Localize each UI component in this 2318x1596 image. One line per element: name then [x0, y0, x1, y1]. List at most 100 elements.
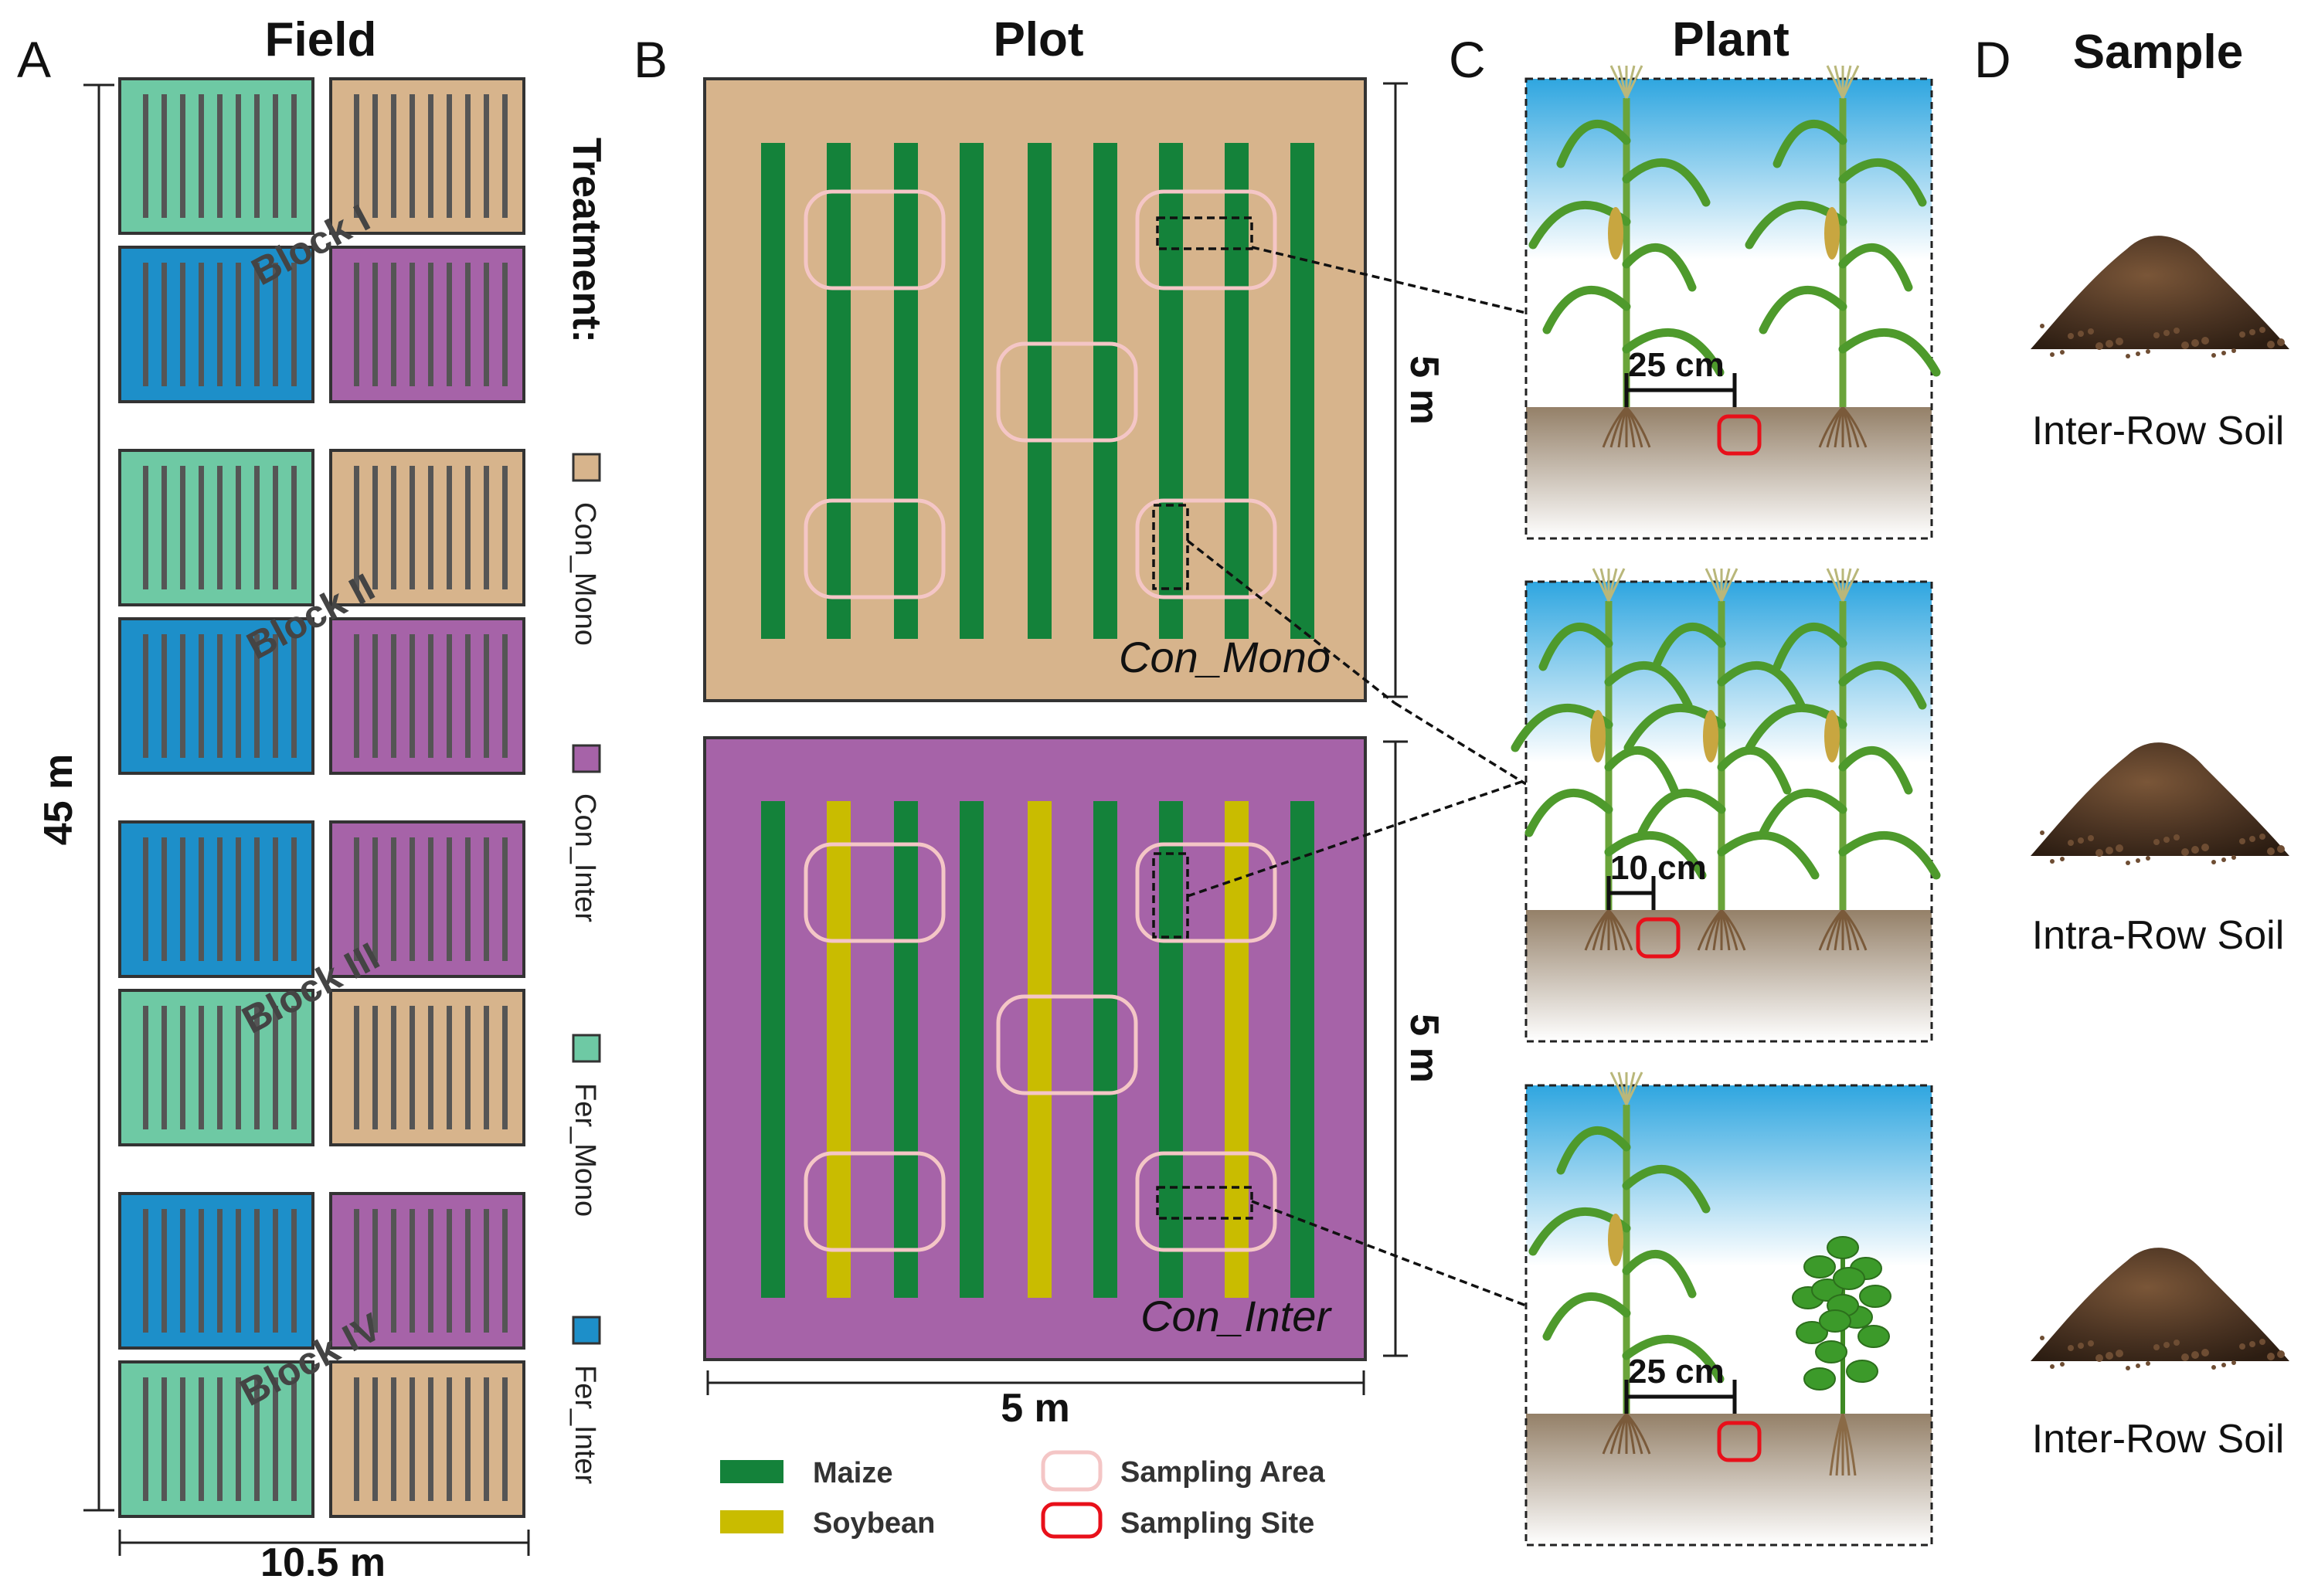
panel-title-plant: Plant — [1672, 13, 1789, 66]
legend-soybean-swatch — [720, 1510, 783, 1533]
treatment-legend: Treatment: Con_MonoCon_InterFer_MonoFer_… — [564, 138, 609, 1485]
panel-b: B Plot Con_Mono 5 m Con_Inter — [634, 13, 1446, 1540]
plot-row-maize — [761, 801, 785, 1298]
maize-plant — [1528, 1071, 1725, 1455]
soil-pile — [2031, 1248, 2289, 1361]
field-block-3: Block III — [118, 820, 525, 1146]
field-plot-con-mono — [329, 989, 525, 1146]
soybean-plant — [1792, 1236, 1891, 1476]
sampling-area — [1135, 498, 1277, 599]
plot-width-dimension: 5 m — [706, 1370, 1365, 1431]
plant-panel-3: 25 cm — [1524, 1071, 1933, 1547]
zoom-box-2 — [1152, 504, 1189, 590]
plot-row-maize — [1093, 143, 1117, 639]
plot-bottom-height-dimension: 5 m — [1383, 740, 1446, 1357]
field-plot-con-inter — [329, 246, 525, 403]
plot-row-soybean — [1028, 801, 1052, 1298]
plot-row-maize — [1290, 801, 1314, 1298]
sampling-area — [996, 994, 1138, 1095]
plot-con-mono: Con_Mono — [703, 77, 1367, 702]
maize-plant — [1745, 568, 1941, 951]
treatment-swatch — [572, 744, 601, 773]
panel-title-plot: Plot — [993, 13, 1083, 66]
plant-panel-1: 25 cm — [1524, 65, 1941, 540]
field-plot-fer-inter — [118, 1192, 314, 1350]
panel-letter-b: B — [634, 31, 668, 88]
sampling-area — [804, 498, 946, 599]
plot-row-maize — [1290, 143, 1314, 639]
legend-sampling-area-swatch — [1041, 1450, 1103, 1492]
sampling-area — [804, 842, 946, 943]
plot-row-maize — [960, 143, 984, 639]
legend-sampling-site-swatch — [1041, 1502, 1103, 1539]
field-height-dimension: 45 m — [36, 83, 114, 1512]
plot-row-maize — [960, 801, 984, 1298]
plot-row-soybean — [1225, 801, 1249, 1298]
treatment-swatch — [572, 1316, 601, 1345]
legend-maize-label: Maize — [813, 1457, 892, 1489]
sampling-site — [1717, 414, 1762, 456]
field-plot-fer-inter — [118, 246, 314, 403]
panel-letter-d: D — [1974, 31, 2011, 88]
distance-label: 25 cm — [1628, 346, 1725, 384]
field-width-label: 10.5 m — [260, 1540, 386, 1585]
panel-letter-a: A — [17, 31, 51, 88]
treatment-label: Fer_Inter — [569, 1365, 601, 1485]
plot-width-label: 5 m — [1001, 1386, 1070, 1431]
sample-item-2: Intra-Row Soil — [2031, 742, 2289, 958]
soil-pile — [2031, 236, 2289, 349]
sampling-site — [1636, 917, 1681, 959]
plot-row-maize — [1028, 143, 1052, 639]
sample-label: Inter-Row Soil — [2032, 1417, 2285, 1462]
panel-title-field: Field — [265, 13, 377, 66]
treatment-heading: Treatment: — [564, 138, 609, 343]
panel-letter-c: C — [1449, 31, 1486, 88]
zoom-connectors — [1186, 246, 1527, 1307]
treatment-item-con-inter: Con_Inter — [569, 744, 601, 922]
field-plot-con-mono — [329, 449, 525, 606]
field-plot-con-mono — [329, 1360, 525, 1518]
legend-soybean-label: Soybean — [813, 1507, 935, 1540]
plant-panel-2: 10 cm — [1511, 568, 1941, 1043]
distance-label: 25 cm — [1628, 1353, 1725, 1391]
sample-label: Inter-Row Soil — [2032, 409, 2285, 453]
plot-row-maize — [827, 143, 851, 639]
zoom-box-1 — [1156, 216, 1253, 250]
maize-plant — [1623, 568, 1820, 951]
sampling-area — [1135, 189, 1277, 290]
field-plot-fer-inter — [118, 617, 314, 775]
maize-plant — [1528, 65, 1725, 448]
plot-row-soybean — [827, 801, 851, 1298]
legend-sampling-area-label: Sampling Area — [1120, 1456, 1326, 1489]
field-plot-con-inter — [329, 617, 525, 775]
legend-maize-swatch — [720, 1460, 783, 1483]
field-plot-con-inter — [329, 820, 525, 978]
field-plot-con-mono — [329, 77, 525, 235]
treatment-item-fer-inter: Fer_Inter — [569, 1316, 601, 1485]
sample-item-3: Inter-Row Soil — [2031, 1248, 2289, 1462]
plot-row-maize — [894, 143, 918, 639]
plot-row-maize — [1159, 801, 1183, 1298]
panel-title-sample: Sample — [2073, 25, 2244, 79]
field-width-dimension: 10.5 m — [118, 1530, 530, 1585]
sampling-site — [1717, 1421, 1762, 1462]
field-plot-con-inter — [329, 1192, 525, 1350]
field-height-label: 45 m — [36, 754, 81, 846]
treatment-label: Fer_Mono — [569, 1083, 601, 1217]
sample-label: Intra-Row Soil — [2032, 913, 2285, 958]
treatment-label: Con_Mono — [569, 502, 601, 646]
panel-c: C Plant 25 cm 10 cm 25 cm — [1449, 13, 1941, 1547]
plot-row-maize — [894, 801, 918, 1298]
plot-row-maize — [1225, 143, 1249, 639]
sampling-area — [996, 341, 1138, 443]
field-plot-fer-inter — [118, 820, 314, 978]
maize-plant — [1511, 568, 1707, 951]
sampling-area — [804, 189, 946, 290]
plot-top-height-dimension: 5 m — [1383, 82, 1446, 698]
treatment-item-con-mono: Con_Mono — [569, 453, 601, 646]
treatment-swatch — [572, 1034, 601, 1063]
plot-top-height-label: 5 m — [1402, 355, 1446, 425]
